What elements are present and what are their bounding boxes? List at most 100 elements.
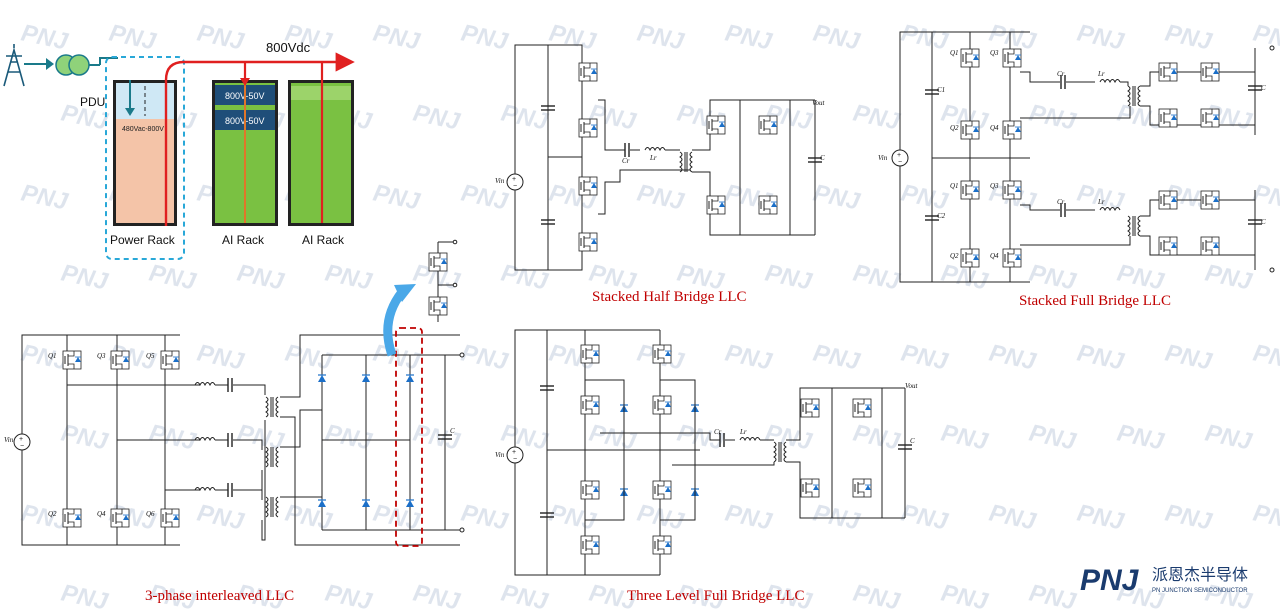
ai-rack-2-label: AI Rack (302, 233, 345, 247)
q3-label-top: Q3 (990, 49, 999, 57)
watermark-text: PNJ (763, 259, 815, 295)
watermark-text: PNJ (1075, 499, 1127, 535)
callout-arrow (383, 289, 406, 357)
watermark-text: PNJ (851, 99, 903, 135)
watermark-text: PNJ (371, 179, 423, 215)
q1-label-top: Q1 (950, 49, 959, 57)
watermark-text: PNJ (235, 419, 287, 455)
inset-switch-stack (428, 239, 458, 322)
watermark-text: PNJ (811, 19, 863, 55)
cr-label-top: Cr (1057, 70, 1065, 78)
watermark-text: PNJ (851, 259, 903, 295)
three-phase-interleaved-circuit: Vin Q1 Q3 Q5 Q2 Q4 Q6 (4, 239, 465, 604)
watermark-text: PNJ (499, 579, 551, 615)
watermark-text: PNJ (723, 19, 775, 55)
c2-label: C2 (937, 212, 946, 220)
q4-label-3ph: Q4 (97, 510, 106, 518)
watermark-text: PNJ (1251, 339, 1280, 375)
caption-three-phase: 3-phase interleaved LLC (145, 588, 294, 604)
watermark-text: PNJ (195, 499, 247, 535)
watermark-text: PNJ (939, 579, 991, 615)
watermark-text: PNJ (1027, 419, 1079, 455)
watermark-text: PNJ (459, 19, 511, 55)
watermark-text: PNJ (1203, 419, 1255, 455)
caption-three-level: Three Level Full Bridge LLC (627, 588, 804, 604)
watermark-text: PNJ (19, 19, 71, 55)
watermark-text: PNJ (459, 499, 511, 535)
stacked-full-bridge-circuit: C1 C2 Vin Q1 Q3 Q2 Q4 Q1 Q3 Q2 Q4 Cr Lr (878, 31, 1275, 309)
watermark-text: PNJ (1075, 19, 1127, 55)
q1-label-3ph: Q1 (48, 352, 57, 360)
q4-label-top: Q4 (990, 124, 999, 132)
watermark-text: PNJ (499, 99, 551, 135)
watermark-text: PNJ (1075, 339, 1127, 375)
c-label-shb: C (820, 154, 825, 162)
watermark-text: PNJ (987, 499, 1039, 535)
watermark-text: PNJ (635, 179, 687, 215)
cr-label-bot: Cr (1057, 198, 1065, 206)
cr-label-3l: Cr (714, 428, 722, 436)
watermark-text: PNJ (547, 499, 599, 535)
logo-name-en: PN JUNCTION SEMICONDUCTOR (1152, 588, 1248, 594)
watermark-text: PNJ (499, 419, 551, 455)
watermark-text: PNJ (1115, 419, 1167, 455)
watermark-text: PNJ (851, 579, 903, 615)
watermark-text: PNJ (371, 19, 423, 55)
vin-label-3l: Vin (495, 451, 505, 459)
q2-label-3ph: Q2 (48, 510, 57, 518)
logo-mark: PNJ (1080, 564, 1140, 597)
watermark-text: PNJ (899, 19, 951, 55)
power-rack-highlight (105, 56, 185, 260)
watermark-text: PNJ (763, 419, 815, 455)
watermark-text: PNJ (235, 259, 287, 295)
transformer-icon (55, 54, 90, 76)
bus-voltage-label: 800Vdc (266, 40, 311, 55)
q6-label-3ph: Q6 (146, 510, 155, 518)
watermark-text: PNJ (323, 259, 375, 295)
caption-stacked-full-bridge: Stacked Full Bridge LLC (1019, 293, 1171, 309)
watermark-text: PNJ (1163, 339, 1215, 375)
watermark-text: PNJ (459, 339, 511, 375)
vin-label-sfb: Vin (878, 154, 888, 162)
lr-label-3l: Lr (739, 428, 747, 436)
vin-label-3ph: Vin (4, 436, 14, 444)
watermark-text: PNJ (323, 419, 375, 455)
lr-label-top: Lr (1097, 70, 1105, 78)
c-label-top: C (1261, 84, 1266, 92)
watermark-text: PNJ (987, 339, 1039, 375)
watermark-text: PNJ (811, 339, 863, 375)
c1-label: C1 (937, 86, 945, 94)
logo-name-cn: 派恩杰半导体 (1152, 565, 1248, 584)
lr-label-shb: Lr (649, 154, 657, 162)
grid-tower-icon (3, 44, 25, 87)
q1-label-bot: Q1 (950, 182, 959, 190)
watermark-text: PNJ (195, 19, 247, 55)
three-level-full-bridge-circuit: Vin Cr Lr Vout C (495, 329, 919, 604)
watermark-text: PNJ (811, 179, 863, 215)
watermark-text: PNJ (499, 259, 551, 295)
watermark-text: PNJ (1203, 579, 1255, 615)
watermark-text: PNJ (723, 339, 775, 375)
cr-label-shb: Cr (622, 157, 630, 165)
watermark-text: PNJ (899, 499, 951, 535)
watermark-text: PNJ (107, 19, 159, 55)
pdu-label: PDU (80, 95, 105, 109)
watermark-text: PNJ (59, 579, 111, 615)
c-label-3ph: C (450, 427, 455, 435)
watermark-text: PNJ (1027, 579, 1079, 615)
watermark-text: PNJ (1115, 259, 1167, 295)
watermark-text: PNJ (899, 339, 951, 375)
watermark-text: PNJ (1163, 19, 1215, 55)
watermark-text: PNJ (547, 19, 599, 55)
vin-label-shb: Vin (495, 177, 505, 185)
watermark-text: PNJ (635, 499, 687, 535)
watermark-text: PNJ (1251, 499, 1280, 535)
watermark-text: PNJ (411, 419, 463, 455)
q2-label-top: Q2 (950, 124, 959, 132)
watermark-text: PNJ (411, 99, 463, 135)
pdu-voltage-label: 480Vac-800V (122, 126, 164, 133)
caption-stacked-half-bridge: Stacked Half Bridge LLC (592, 289, 747, 305)
watermark-text: PNJ (723, 499, 775, 535)
watermark-text: PNJ (899, 179, 951, 215)
